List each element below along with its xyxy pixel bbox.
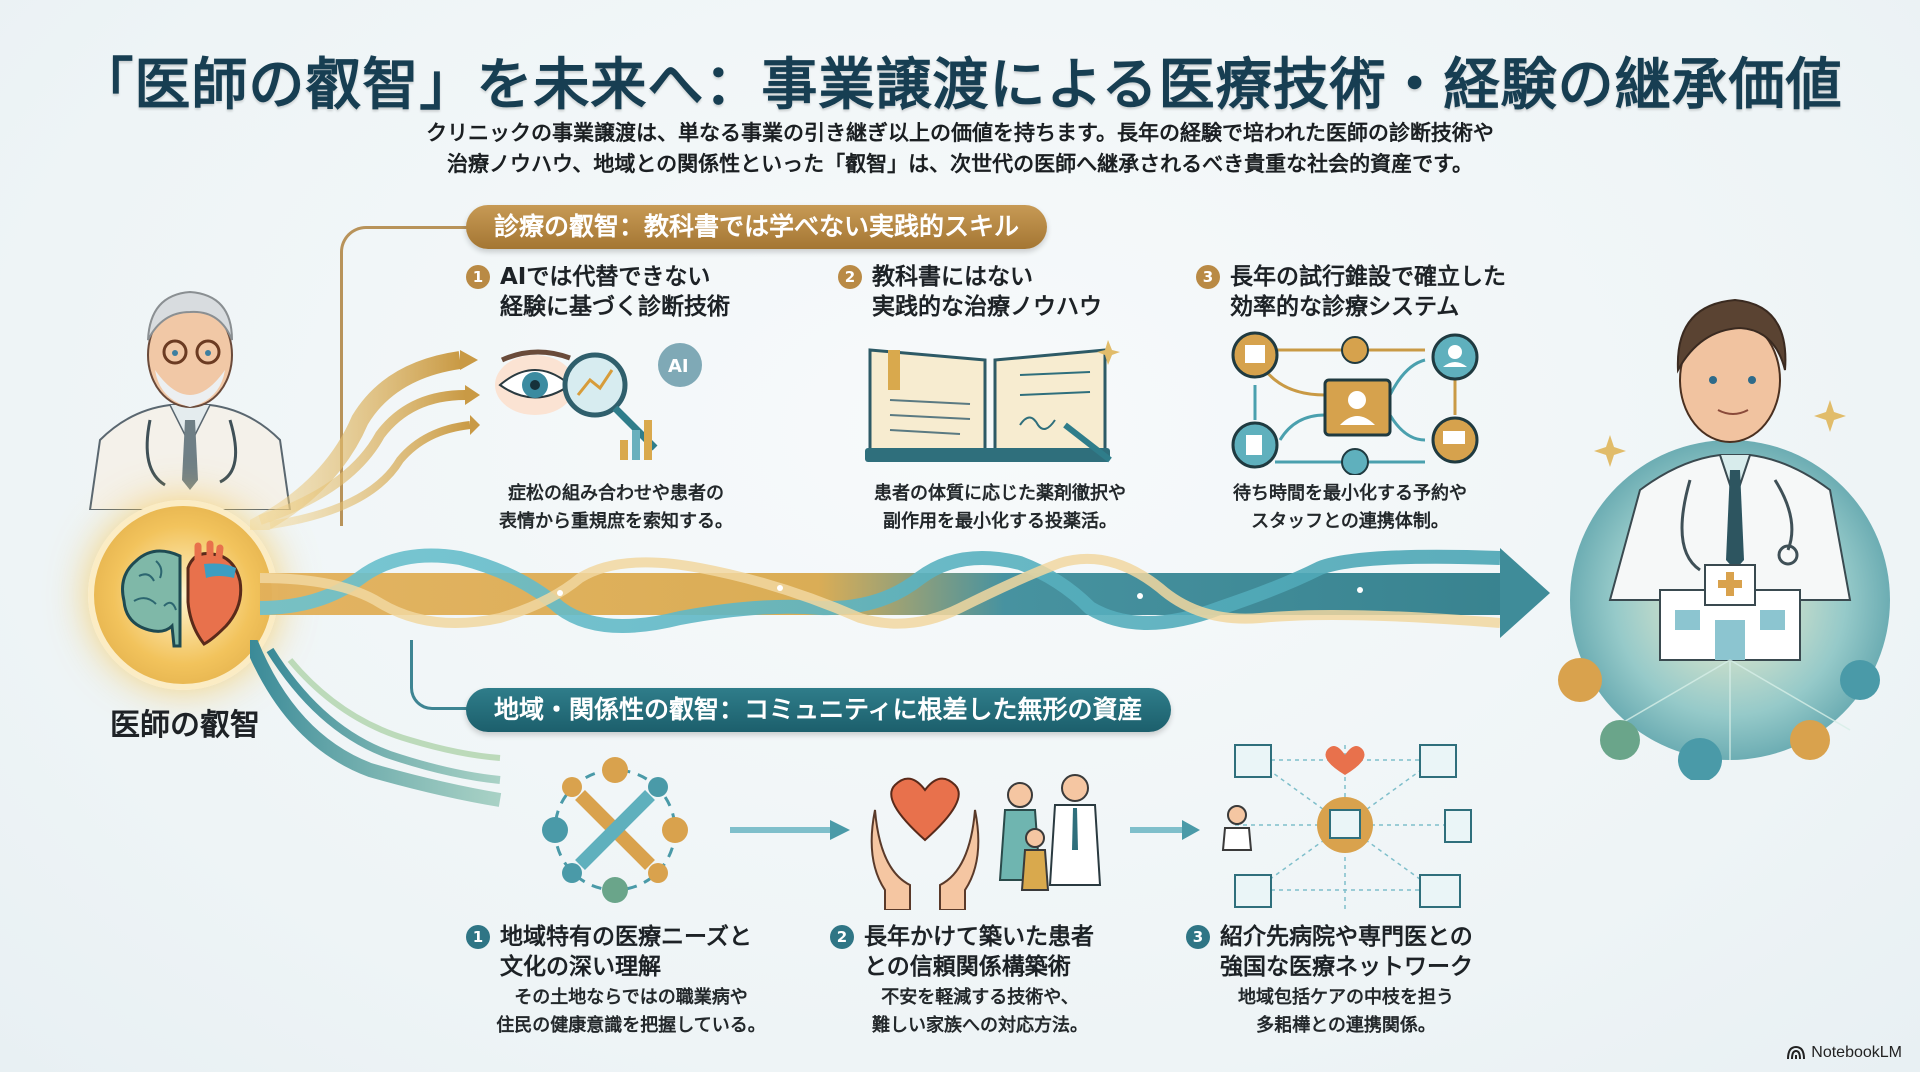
community-item-1-heading: 1 地域特有の医療ニーズと 文化の深い理解: [466, 922, 796, 982]
senior-doctor-illustration: [70, 270, 310, 510]
flow-arrow-2-icon: [1130, 820, 1200, 840]
workflow-diagram-icon: [1225, 325, 1495, 475]
community-item-3-desc: 地域包括ケアの中枝を担う 多耜樺との連携関係。: [1238, 987, 1454, 1036]
open-book-pen-icon: [860, 330, 1120, 470]
number-badge: 2: [830, 925, 854, 949]
number-badge: 3: [1196, 265, 1220, 289]
flow-arrow-1-icon: [730, 820, 850, 840]
clinical-item-1-desc: 症松の組み合わせや患者の 表情から重規庶を索知する。: [499, 483, 733, 532]
clinical-wisdom-banner: 診療の叡智：教科書では学べない実践的スキル: [466, 205, 1048, 249]
knowledge-transfer-stream: [260, 548, 1560, 638]
clinical-connector-line: [340, 226, 470, 526]
core-label: 医師の叡智: [110, 708, 260, 743]
brain-icon: [121, 549, 182, 648]
clinical-item-3: 3 長年の試行錐設で確立した 効率的な診療システム: [1196, 262, 1536, 322]
community-item-3: 3 紹介先病院や専門医との 強国な医療ネットワーク 地域包括ケアの中枝を担う 多…: [1186, 922, 1506, 1040]
community-item-1: 1 地域特有の医療ニーズと 文化の深い理解 その土地ならではの職業病や 住民の健…: [466, 922, 796, 1040]
clinical-item-2-heading: 2 教科書にはない 実践的な治療ノウハウ: [838, 262, 1158, 322]
number-badge: 2: [838, 265, 862, 289]
clinical-item-1: 1 AIでは代替できない 経験に基づく診断技術: [466, 262, 766, 322]
gold-flow-arrows: [250, 340, 480, 530]
clinic-building-icon: [1659, 564, 1801, 661]
subtitle-line-1: クリニックの事業譲渡は、単なる事業の引き継ぎ以上の価値を持ちます。長年の経験で培…: [426, 121, 1494, 145]
teal-flow-arrows: [250, 640, 510, 810]
clinical-item-2: 2 教科書にはない 実践的な治療ノウハウ: [838, 262, 1158, 322]
clinical-item-3-desc: 待ち時間を最小化する予約や スタッフとの連携体制。: [1233, 483, 1467, 532]
young-doctor-illustration: [1530, 260, 1910, 780]
number-badge: 1: [466, 925, 490, 949]
number-badge: 1: [466, 265, 490, 289]
page-title: 「医師の叡智」を未来へ：事業譲渡による医療技術・経験の継承価値: [77, 53, 1843, 118]
subtitle-line-2: 治療ノウハウ、地域との関係性といった「叡智」は、次世代の医師へ継承されるべき貴重…: [446, 152, 1474, 176]
community-item-2-desc: 不安を軽減する技術や、 難しい家族への対応方法。: [872, 987, 1088, 1036]
community-circle-icon: [540, 755, 690, 905]
svg-text:AI: AI: [668, 356, 689, 377]
eye-magnifier-ai-icon: AI: [490, 330, 740, 470]
hospital-network-icon: [1215, 730, 1475, 920]
hands-heart-family-icon: [870, 770, 1120, 910]
notebooklm-logo-icon: [1787, 1046, 1806, 1060]
community-wisdom-banner: 地域・関係性の叡智：コミュニティに根差した無形の資産: [466, 688, 1171, 732]
community-item-2-heading: 2 長年かけて築いた患者 との信頼関係構築術: [830, 922, 1130, 982]
heart-icon: [186, 540, 243, 646]
page-subtitle: クリニックの事業譲渡は、単なる事業の引き継ぎ以上の価値を持ちます。長年の経験で培…: [300, 118, 1620, 180]
community-item-2: 2 長年かけて築いた患者 との信頼関係構築術 不安を軽減する技術や、 難しい家族…: [830, 922, 1130, 1040]
notebooklm-brand: NotebookLM: [1787, 1044, 1902, 1062]
community-item-1-desc: その土地ならではの職業病や 住民の健康意識を把握している。: [496, 987, 766, 1036]
clinical-item-3-heading: 3 長年の試行錐設で確立した 効率的な診療システム: [1196, 262, 1536, 322]
community-connector-line: [410, 640, 470, 710]
number-badge: 3: [1186, 925, 1210, 949]
clinical-item-2-desc: 患者の体質に応じた薬剤徹択や 副作用を最小化する投薬活。: [874, 483, 1126, 532]
clinical-item-1-heading: 1 AIでは代替できない 経験に基づく診断技術: [466, 262, 766, 322]
community-item-3-heading: 3 紹介先病院や専門医との 強国な医療ネットワーク: [1186, 922, 1506, 982]
